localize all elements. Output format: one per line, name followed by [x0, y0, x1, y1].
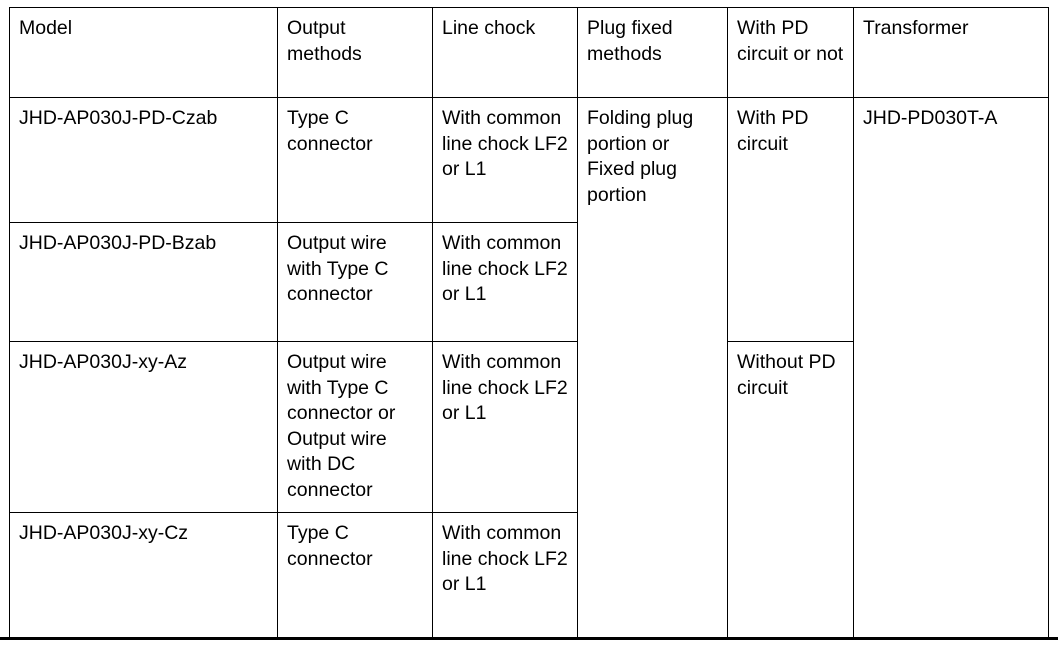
column-header-transformer: Transformer: [853, 7, 1049, 98]
table-row: JHD-AP030J-PD-Bzab Output wire with Type…: [9, 222, 1049, 342]
column-header-line-chock: Line chock: [432, 7, 578, 98]
column-header-pd-circuit: With PD circuit or not: [727, 7, 854, 98]
table-row: JHD-AP030J-xy-Az Output wire with Type C…: [9, 341, 1049, 638]
cell-output-methods: Output wire with Type C connector: [277, 222, 433, 342]
product-spec-table: Model Output methods Line chock Plug fix…: [9, 7, 1049, 638]
cell-line-chock: With common line chock LF2 or L1: [432, 341, 578, 513]
cell-output-methods: Type C connector: [277, 512, 433, 638]
cell-line-chock: With common line chock LF2 or L1: [432, 97, 578, 223]
cell-model: JHD-AP030J-PD-Czab: [9, 97, 278, 223]
cell-model: JHD-AP030J-xy-Az: [9, 341, 278, 513]
table-body: JHD-AP030J-PD-Czab Type C connector With…: [9, 97, 1049, 638]
column-header-model: Model: [9, 7, 278, 98]
table-row: JHD-AP030J-xy-Cz Type C connector With c…: [9, 512, 1049, 638]
cell-output-methods: Type C connector: [277, 97, 433, 223]
cell-pd-circuit: Without PD circuit: [727, 341, 854, 638]
table-header-row: Model Output methods Line chock Plug fix…: [9, 7, 1049, 98]
cell-model: JHD-AP030J-PD-Bzab: [9, 222, 278, 342]
cell-pd-circuit: With PD circuit: [727, 97, 854, 342]
table-row: JHD-AP030J-PD-Czab Type C connector With…: [9, 97, 1049, 638]
cell-model: JHD-AP030J-xy-Cz: [9, 512, 278, 638]
page-bottom-rule: [0, 637, 1058, 640]
cell-line-chock: With common line chock LF2 or L1: [432, 512, 578, 638]
table-header: Model Output methods Line chock Plug fix…: [9, 7, 1049, 98]
cell-plug-fixed-methods: Folding plug portion or Fixed plug porti…: [577, 97, 728, 638]
cell-line-chock: With common line chock LF2 or L1: [432, 222, 578, 342]
column-header-output-methods: Output methods: [277, 7, 433, 98]
cell-transformer: JHD-PD030T-A: [853, 97, 1049, 638]
column-header-plug-fixed-methods: Plug fixed methods: [577, 7, 728, 98]
cell-output-methods: Output wire with Type C connector or Out…: [277, 341, 433, 513]
